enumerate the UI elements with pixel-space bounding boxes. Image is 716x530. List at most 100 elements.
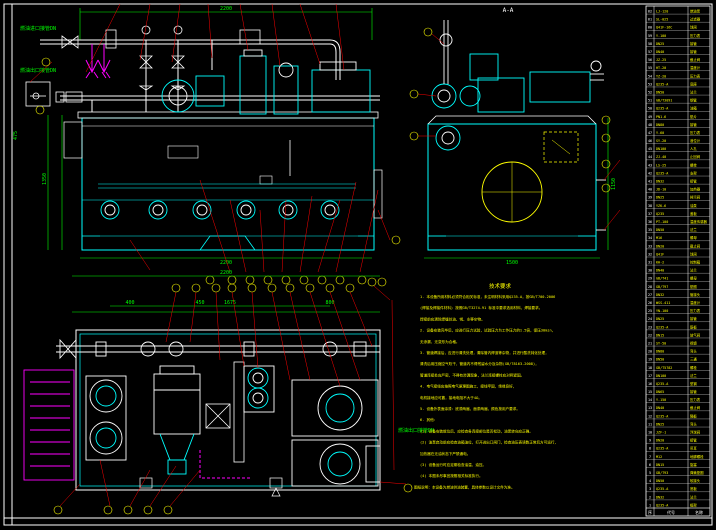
table-cell-code: YN-100 <box>656 309 668 313</box>
table-cell-no: 43 <box>648 163 652 167</box>
table-cell-no: 55 <box>648 66 652 70</box>
table-cell-code: DN50 <box>656 358 664 362</box>
table-cell-code: DN25 <box>656 317 664 321</box>
notes-line: (3) 设备运行时应定期检查油温、油压。 <box>420 462 486 467</box>
table-cell-code: GB/T93 <box>656 471 668 475</box>
table-cell-no: 9 <box>649 439 651 443</box>
ruler-left: 475 <box>13 131 19 140</box>
table-cell-code: PT-100 <box>656 220 668 224</box>
notes-line: 图纸说明：本设备为燃油供油装置，具体参数以设计文件为准。 <box>414 484 515 489</box>
table-cell-name: 弹簧垫圈 <box>690 470 704 475</box>
table-cell-no: 12 <box>648 414 652 418</box>
table-cell-code: DN20 <box>656 439 664 443</box>
dim-front-height: 1350 <box>42 173 48 185</box>
table-cell-code: Q235-A <box>656 503 668 507</box>
notes-line: 3. 管道焊接后，应进行清洗处理，清除管内焊渣等杂物，并进行酸洗钝化处理， <box>420 350 549 355</box>
table-cell-code: WSS-411 <box>656 301 670 305</box>
table-cell-no: 1 <box>649 503 651 507</box>
table-cell-no: 4 <box>649 479 651 483</box>
table-cell-code: GB/T5782 <box>656 366 672 370</box>
table-cell-code: JZF-1 <box>656 431 666 435</box>
table-cell-name: 底板 <box>690 486 697 491</box>
table-cell-no: 8 <box>649 447 651 451</box>
notes-line: 无渗漏、无变形为合格。 <box>420 339 460 344</box>
table-cell-no: 48 <box>648 123 652 127</box>
table-cell-code: DN80 <box>656 350 664 354</box>
table-cell-code: DN32 <box>656 293 664 297</box>
table-cell-name: 压力表 <box>690 73 701 78</box>
table-cell-no: 28 <box>648 285 652 289</box>
table-cell-no: 29 <box>648 277 652 281</box>
table-cell-code: JD-10 <box>656 188 666 192</box>
notes-line: 4. 电气接线应按照电气原理图施工，接线牢固，绝缘良好， <box>420 384 516 389</box>
notes-line: (4) 本图未尽事宜按照相关标准执行。 <box>420 473 483 478</box>
side-leader-lines <box>417 33 621 231</box>
table-cell-name: 法兰 <box>690 268 697 273</box>
table-cell-no: 40 <box>648 188 652 192</box>
front-inlet <box>25 81 83 107</box>
dim-plan-b: 400 <box>125 300 134 306</box>
notes-title: 技术要求 <box>489 282 512 290</box>
table-cell-no: 57 <box>648 50 652 54</box>
table-cell-no: 51 <box>648 99 652 103</box>
table-cell-code: M16 <box>656 236 662 240</box>
table-cell-name: 筋板 <box>690 324 697 329</box>
front-inlet-label-1: 燃油进口接管DN <box>20 25 56 32</box>
table-cell-code: DN100 <box>656 147 666 151</box>
table-cell-name: 放气阀 <box>690 332 701 337</box>
table-cell-code: Q235-A <box>656 325 668 329</box>
table-cell-no: 5 <box>649 471 651 475</box>
table-cell-code: YZK-6 <box>656 204 666 208</box>
table-cell-name: 法兰 <box>690 373 697 378</box>
plan-manifold <box>23 369 75 481</box>
table-cell-no: 52 <box>648 90 652 94</box>
table-cell-name: 螺母 <box>690 235 697 240</box>
table-cell-name: 人孔 <box>690 146 697 151</box>
plan-motor <box>153 365 201 475</box>
table-cell-code: ZJ-40 <box>656 155 666 159</box>
front-manifold <box>85 44 111 79</box>
table-cell-code: Q235-A <box>656 447 668 451</box>
table-cell-name: 接管 <box>690 438 697 443</box>
table-cell-name: 盖板 <box>690 211 697 216</box>
table-cell-name: 压力表 <box>690 33 701 38</box>
table-cell-code: GB/T41 <box>656 277 668 281</box>
table-cell-name: 温度传感器 <box>690 219 708 224</box>
front-inlet-label-2: 燃油出口接管DN <box>20 67 56 74</box>
table-cell-no: 36 <box>648 220 652 224</box>
table-cell-code: GB/T3091 <box>656 99 672 103</box>
table-cell-code: DN50 <box>656 228 664 232</box>
table-cell-code: Y-60 <box>656 131 664 135</box>
notes-line: (焊接及焊接件材料) 按照GB/T3274-91 标准中要求选用材料，焊接要求。 <box>420 305 542 310</box>
table-cell-code: DN40 <box>656 406 664 410</box>
dim-front-bottom: 2200 <box>220 260 232 266</box>
table-cell-code: DN80 <box>656 123 664 127</box>
side-piping <box>439 20 606 231</box>
table-cell-code: KH-2 <box>656 260 664 264</box>
table-cell-name: 接管 <box>690 389 697 394</box>
dim-side-height: 1150 <box>611 178 617 190</box>
table-cell-code: GB/T97 <box>656 285 668 289</box>
plan-top-pipe <box>56 338 380 360</box>
table-cell-no: 17 <box>648 374 652 378</box>
table-cell-code: JZ-25 <box>656 58 666 62</box>
notes-line: 焊接前应清除焊缝处油、锈、水等杂物。 <box>420 316 485 321</box>
table-cell-code: HT-20 <box>656 66 666 70</box>
dim-front-total: 2200 <box>220 6 232 12</box>
table-cell-no: 15 <box>648 390 652 394</box>
table-cell-code: DN40 <box>656 269 664 273</box>
table-cell-code: Y-150 <box>656 398 666 402</box>
table-cell-code: DN65 <box>656 390 664 394</box>
table-cell-code: DN15 <box>656 463 664 467</box>
table-cell-name: 型钢 <box>690 381 697 386</box>
table-cell-code: SY-20 <box>656 139 666 143</box>
table-cell-no: 45 <box>648 147 652 151</box>
table-cell-code: DN15 <box>656 333 664 337</box>
front-leader-lines <box>29 3 391 273</box>
table-cell-no: 7 <box>649 455 651 459</box>
table-cell-no: 39 <box>648 196 652 200</box>
table-cell-no: 10 <box>648 431 652 435</box>
technical-notes: 技术要求 1. 本设备所用材料必须符合相关标准，未注明材料采用Q235-A，按G… <box>414 282 558 489</box>
